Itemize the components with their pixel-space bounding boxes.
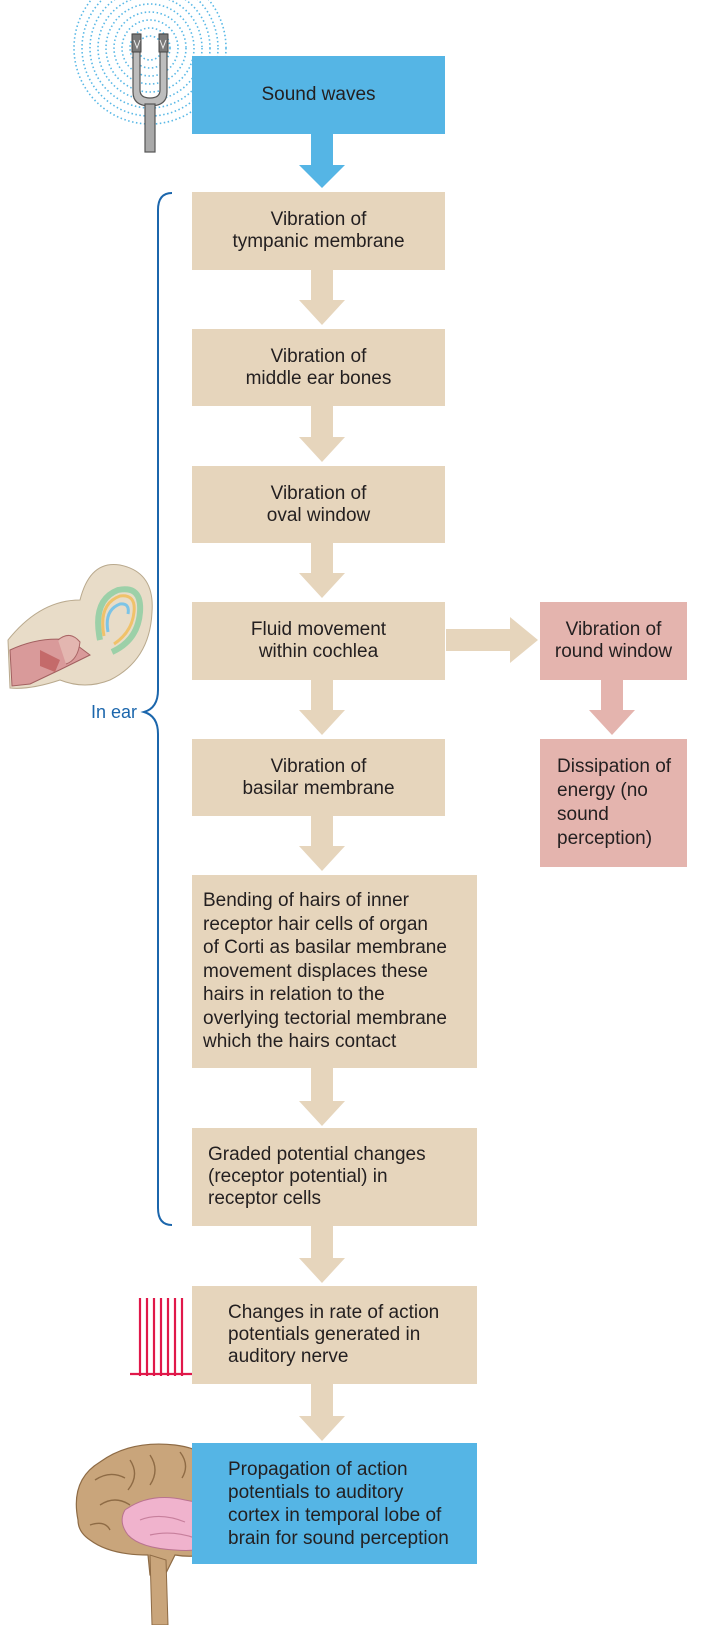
propagation-box: Propagation of action potentials to audi… [192,1443,477,1564]
arrow-oval-to-fluid [299,543,345,598]
round-window-box: Vibration of round window [540,602,687,680]
round-window-label: Vibration of round window [554,619,673,662]
arrow-fluid-to-basilar [299,680,345,735]
fluid-movement-label: Fluid movement within cochlea [250,619,387,662]
propagation-label: Propagation of action potentials to audi… [228,1458,449,1549]
sound-waves-label: Sound waves [261,84,376,105]
in-ear-brace [140,192,173,1226]
arrow-fluid-to-round-window [446,617,538,663]
oval-window-box: Vibration of oval window [192,466,445,543]
middle-ear-bones-box: Vibration of middle ear bones [192,329,445,406]
bending-hairs-box: Bending of hairs of inner receptor hair … [192,875,477,1068]
dissipation-label: Dissipation of energy (no sound percepti… [557,756,672,849]
sound-waves-box: Sound waves [192,56,445,134]
action-potential-box: Changes in rate of action potentials gen… [192,1286,477,1384]
middle-ear-bones-label: Vibration of middle ear bones [245,345,392,389]
dissipation-box: Dissipation of energy (no sound percepti… [540,739,687,867]
arrow-middle-ear-to-oval [299,406,345,462]
tympanic-membrane-box: Vibration of tympanic membrane [192,192,445,270]
graded-potential-box: Graded potential changes (receptor poten… [192,1128,477,1226]
graded-potential-label: Graded potential changes (receptor poten… [208,1144,426,1209]
action-potential-label: Changes in rate of action potentials gen… [228,1302,440,1367]
arrow-sound-to-tympanic [299,134,345,188]
arrow-round-to-dissipation [589,680,635,735]
in-ear-label: In ear [91,702,138,722]
basilar-membrane-label: Vibration of basilar membrane [242,755,395,799]
arrow-graded-to-action [299,1226,345,1283]
oval-window-label: Vibration of oval window [266,482,371,526]
arrow-tympanic-to-middle-ear [299,270,345,325]
bending-hairs-label: Bending of hairs of inner receptor hair … [203,890,447,1053]
basilar-membrane-box: Vibration of basilar membrane [192,739,445,816]
tympanic-membrane-label: Vibration of tympanic membrane [232,209,405,252]
fluid-movement-box: Fluid movement within cochlea [192,602,445,680]
arrow-basilar-to-bending [299,816,345,871]
arrow-bending-to-graded [299,1068,345,1126]
ear-anatomy-icon [7,563,153,689]
arrow-action-to-propagation [299,1384,345,1441]
